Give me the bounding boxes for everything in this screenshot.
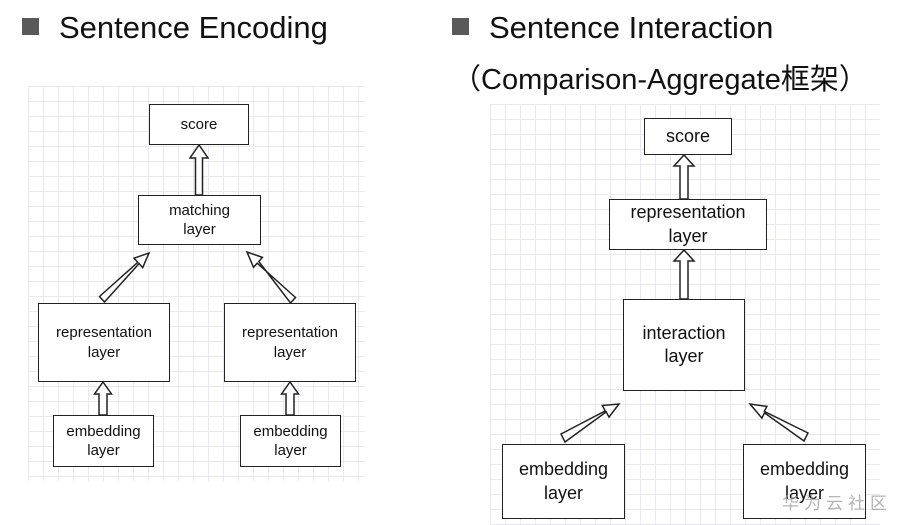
left-panel-heading: Sentence Encoding	[22, 12, 328, 43]
arrow-repr-right-to-matching	[245, 250, 297, 305]
arrow-repr-left-to-matching	[98, 251, 151, 304]
right-score-box: score	[644, 118, 732, 155]
square-bullet-icon	[452, 18, 469, 35]
left-representation-layer-box-left: representation layer	[38, 303, 170, 382]
left-embedding-layer-box-left: embedding layer	[53, 415, 154, 467]
left-representation-layer-box-right: representation layer	[224, 303, 356, 382]
left-matching-layer-box: matching layer	[138, 195, 261, 245]
right-embedding-layer-box-left: embedding layer	[502, 444, 625, 519]
arrow-matching-to-score	[188, 143, 210, 196]
square-bullet-icon	[22, 18, 39, 35]
right-panel-title: Sentence Interaction	[489, 10, 774, 45]
arrow-repr-to-score	[672, 153, 696, 200]
right-interaction-layer-box: interaction layer	[623, 299, 745, 391]
arrow-embed-right-to-interaction	[748, 402, 810, 443]
arrow-embed-left-to-repr-left	[93, 380, 113, 416]
watermark-text: 华为云社区	[782, 494, 892, 513]
right-representation-layer-box: representation layer	[609, 199, 767, 250]
left-score-box: score	[149, 104, 249, 145]
right-embedding-layer-box-right: embedding layer	[743, 444, 866, 519]
right-panel-heading: Sentence Interaction	[452, 12, 773, 43]
arrow-interaction-to-repr	[672, 248, 696, 300]
arrow-embed-right-to-repr-right	[280, 380, 300, 416]
arrow-embed-left-to-interaction	[559, 403, 621, 444]
left-embedding-layer-box-right: embedding layer	[240, 415, 341, 467]
left-panel-title: Sentence Encoding	[59, 10, 328, 45]
right-panel-subtitle: （Comparison-Aggregate框架）	[452, 64, 868, 96]
